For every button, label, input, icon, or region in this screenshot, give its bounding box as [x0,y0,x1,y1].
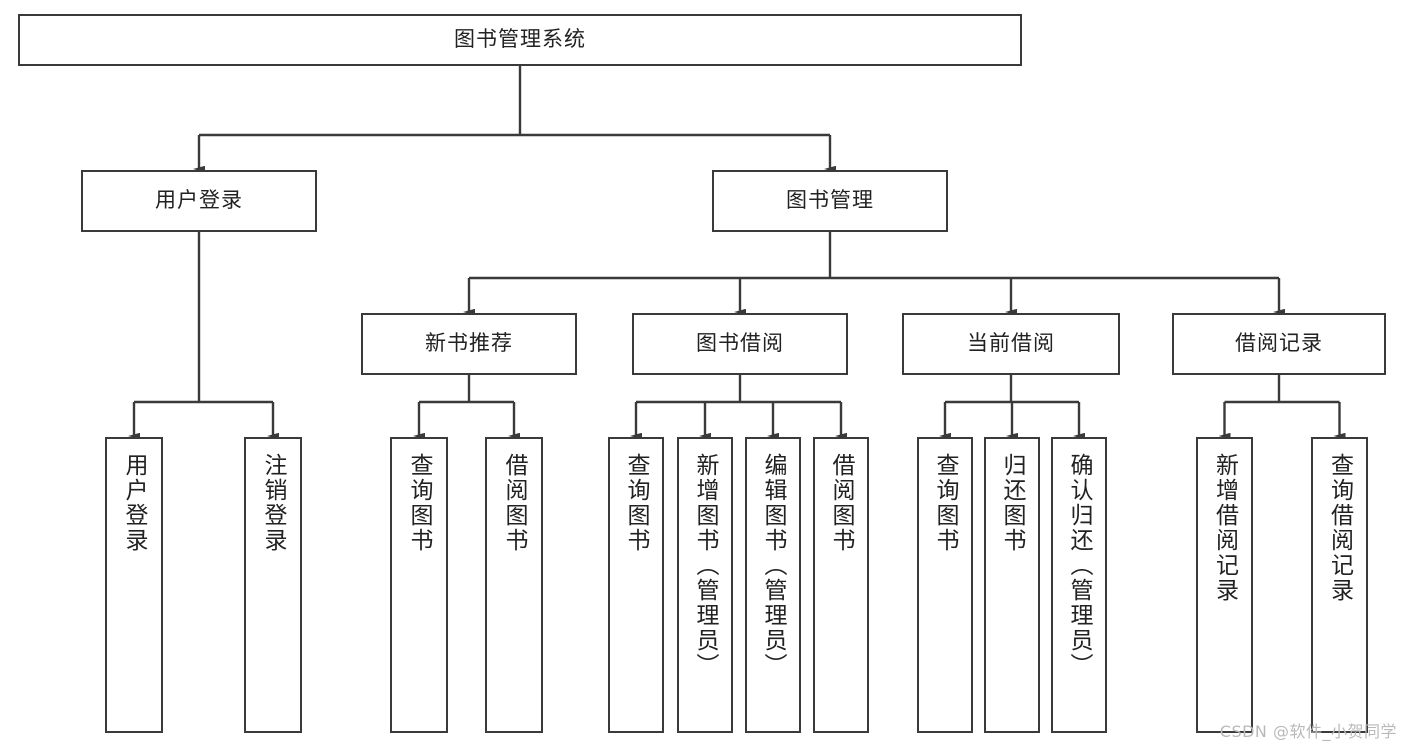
node-borrow-records-label: 借阅记录 [1235,331,1323,356]
node-current-borrow[interactable]: 当前借阅 [902,313,1120,375]
node-book-borrow[interactable]: 图书借阅 [632,313,848,375]
node-leaf-edit-book-admin-label: 编辑图书（管理员） [760,453,787,678]
node-leaf-query-books-current-label: 查询图书 [932,453,959,553]
node-leaf-borrow-book-label: 借阅图书 [828,453,855,553]
node-leaf-add-borrow-record[interactable]: 新增借阅记录 [1196,437,1253,733]
node-current-borrow-label: 当前借阅 [967,331,1055,356]
node-leaf-query-books-current[interactable]: 查询图书 [917,437,973,733]
node-leaf-confirm-return-admin[interactable]: 确认归还（管理员） [1051,437,1107,733]
node-leaf-add-book-admin[interactable]: 新增图书（管理员） [677,437,733,733]
node-book-management[interactable]: 图书管理 [712,170,948,232]
node-leaf-add-book-admin-label: 新增图书（管理员） [692,453,719,678]
node-borrow-records[interactable]: 借阅记录 [1172,313,1386,375]
node-leaf-borrow-book[interactable]: 借阅图书 [813,437,869,733]
node-leaf-query-borrow-record[interactable]: 查询借阅记录 [1311,437,1368,733]
node-user-login-label: 用户登录 [155,188,243,213]
node-leaf-borrow-books-recommend-label: 借阅图书 [501,453,528,553]
node-root-label: 图书管理系统 [454,27,586,52]
node-leaf-logout[interactable]: 注销登录 [244,437,302,733]
node-leaf-borrow-books-recommend[interactable]: 借阅图书 [485,437,543,733]
node-leaf-logout-label: 注销登录 [260,453,287,553]
node-leaf-user-login-label: 用户登录 [121,453,148,553]
node-user-login[interactable]: 用户登录 [81,170,317,232]
node-leaf-return-book[interactable]: 归还图书 [984,437,1040,733]
watermark: CSDN @软件_小贺同学 [1219,722,1397,741]
node-new-book-recommend[interactable]: 新书推荐 [361,313,577,375]
node-leaf-return-book-label: 归还图书 [999,453,1026,553]
node-leaf-confirm-return-admin-label: 确认归还（管理员） [1066,453,1093,678]
node-book-borrow-label: 图书借阅 [696,331,784,356]
node-book-management-label: 图书管理 [786,188,874,213]
node-leaf-edit-book-admin[interactable]: 编辑图书（管理员） [745,437,801,733]
node-leaf-query-books-borrow-label: 查询图书 [623,453,650,553]
node-leaf-query-books-borrow[interactable]: 查询图书 [608,437,664,733]
node-leaf-query-books-recommend[interactable]: 查询图书 [390,437,448,733]
node-new-book-recommend-label: 新书推荐 [425,331,513,356]
node-leaf-user-login[interactable]: 用户登录 [105,437,163,733]
node-leaf-add-borrow-record-label: 新增借阅记录 [1211,453,1238,603]
node-leaf-query-borrow-record-label: 查询借阅记录 [1326,453,1353,603]
node-root[interactable]: 图书管理系统 [18,14,1022,66]
node-leaf-query-books-recommend-label: 查询图书 [406,453,433,553]
